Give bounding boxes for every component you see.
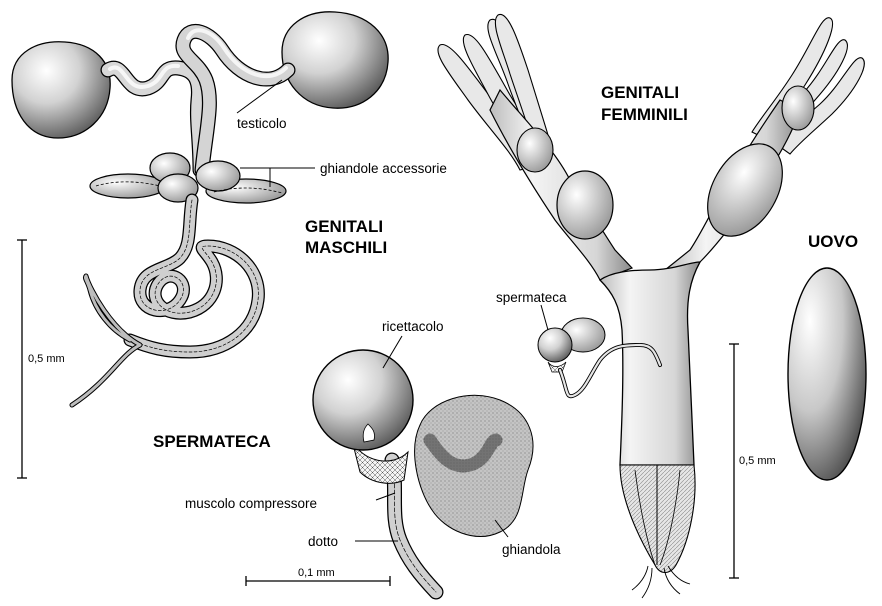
label-spermateca-title: SPERMATECA	[153, 432, 271, 451]
label-genitali-maschili-1: GENITALI	[305, 217, 383, 236]
male-scale-bar: 0,5 mm	[17, 240, 65, 478]
label-genitali-femminili-2: FEMMINILI	[601, 105, 688, 124]
spermatheca-scale-label: 0,1 mm	[298, 567, 335, 579]
left-testis	[12, 42, 110, 138]
common-oviduct	[600, 262, 700, 465]
label-spermateca-small: spermateca	[496, 290, 567, 305]
label-ricettacolo: ricettacolo	[382, 319, 444, 334]
label-uovo: UOVO	[808, 232, 858, 251]
ejaculatory-duct	[72, 200, 258, 405]
male-genitalia-drawing	[12, 12, 388, 405]
female-scale-label: 0,5 mm	[739, 455, 776, 467]
male-scale-label: 0,5 mm	[28, 353, 65, 365]
spermatheca-drawing	[313, 350, 533, 592]
vas-deferens	[108, 30, 288, 170]
female-scale-bar: 0,5 mm	[729, 344, 776, 578]
spermatheca-scale-bar: 0,1 mm	[246, 567, 390, 586]
label-genitali-femminili-1: GENITALI	[601, 83, 679, 102]
label-muscolo-compressore: muscolo compressore	[185, 496, 317, 511]
egg	[788, 268, 866, 480]
label-ghiandola: ghiandola	[502, 542, 561, 557]
label-testicolo: testicolo	[237, 116, 287, 131]
spermateca-small-leader	[541, 305, 548, 330]
label-ghiandole-accessorie: ghiandole accessorie	[320, 161, 447, 176]
label-genitali-maschili-2: MASCHILI	[305, 238, 387, 257]
right-testis	[282, 12, 388, 108]
label-dotto: dotto	[308, 534, 338, 549]
